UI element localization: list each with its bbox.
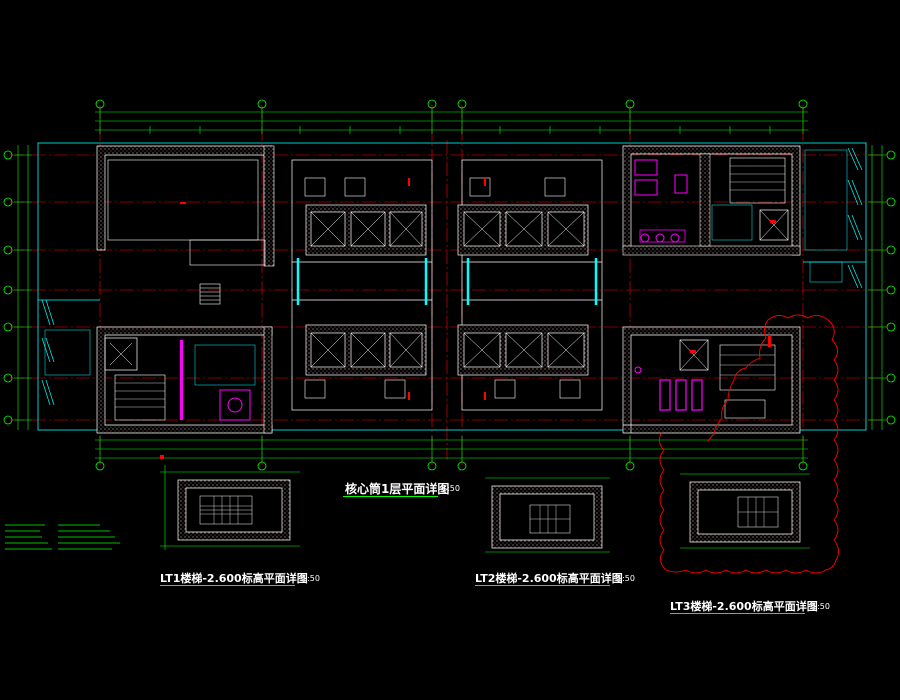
grid-bubbles-right (886, 150, 896, 425)
legend-notes (5, 524, 120, 550)
elevator-shafts-lower (305, 324, 589, 376)
detail-lt1-plan (160, 465, 300, 550)
core-small-rooms (304, 177, 581, 399)
left-lower-room (44, 326, 273, 459)
grid-bubbles-top (95, 99, 808, 109)
detail-2-scale: 1:50 (617, 574, 635, 583)
detail-1-title: LT1楼梯-2.600标高平面详图 (160, 572, 308, 585)
grid-lines-horizontal (10, 154, 890, 421)
grid-bubbles-bottom (95, 461, 808, 471)
right-upper-room (622, 145, 801, 256)
detail-lt2-plan (485, 477, 610, 553)
right-facade-glazing (804, 147, 863, 289)
detail-1-title-underline (160, 585, 295, 586)
main-title-underline (343, 496, 438, 497)
grid-bubbles-left (3, 150, 13, 425)
main-drawing-scale: 1:50 (442, 484, 460, 493)
dimension-lines-top (95, 108, 808, 134)
core-frame (291, 159, 603, 411)
detail-lt3-plan (680, 473, 810, 549)
core-corridor-cyan (296, 258, 598, 305)
detail-2-title-underline (475, 585, 610, 586)
detail-2-title: LT2楼梯-2.600标高平面详图 (475, 572, 623, 585)
left-upper-room (96, 145, 275, 305)
grid-lines-vertical (99, 105, 804, 465)
detail-1-scale: 1:50 (302, 574, 320, 583)
building-outline (37, 142, 867, 431)
detail-3-title: LT3楼梯-2.600标高平面详图 (670, 600, 818, 613)
detail-3-title-underline (670, 613, 805, 614)
right-lower-room (622, 326, 801, 434)
revision-cloud (659, 314, 839, 574)
dimension-lines-left (14, 145, 32, 430)
elevator-shafts-upper (305, 204, 589, 256)
main-drawing-title: 核心筒1层平面详图 (345, 482, 450, 496)
dimension-lines-right (868, 145, 886, 430)
detail-3-scale: 1:50 (812, 602, 830, 611)
dimension-lines-bottom (95, 436, 808, 462)
left-facade-glazing (41, 299, 55, 406)
core-red-marks (408, 178, 486, 400)
